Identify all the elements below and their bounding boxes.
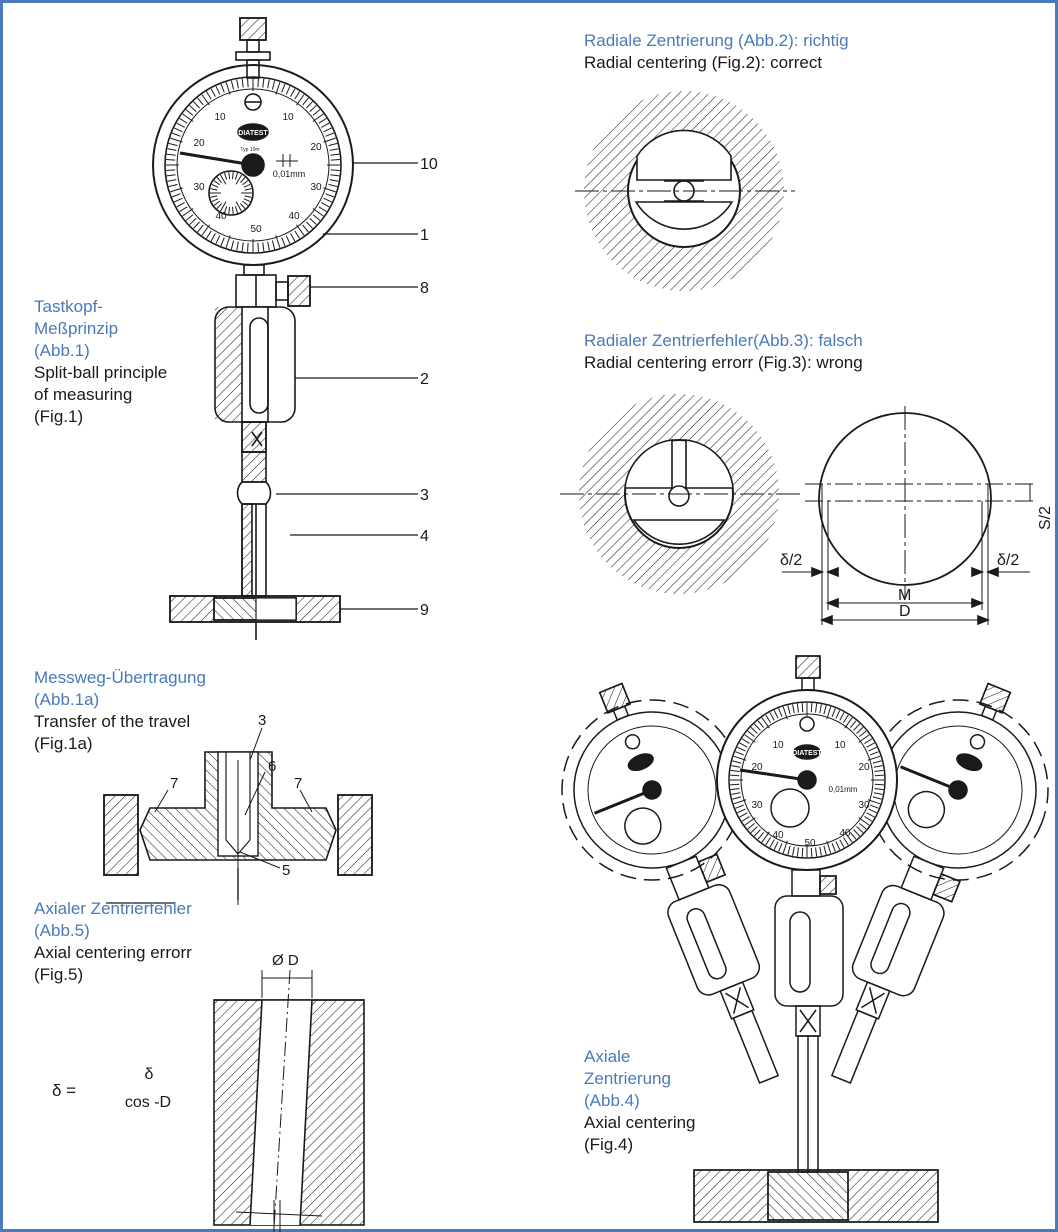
dial-scale-label: 10 <box>282 112 294 123</box>
fig3-half-delta-left: δ/2 <box>780 552 802 569</box>
fig2-caption: Radiale Zentrierung (Abb.2): richtig Rad… <box>584 30 849 74</box>
fig5-title-en: Axial centering errorr <box>34 943 192 962</box>
fig5-drawing <box>106 902 365 1232</box>
dial-scale-label: 30 <box>858 800 870 811</box>
dial-unit: 0,01mm <box>273 169 306 179</box>
formula-numerator: δ <box>144 1066 154 1083</box>
fig5-dim-label: Ø D <box>272 952 299 969</box>
fig4-title-en: (Fig.4) <box>584 1135 634 1154</box>
callout-number: 7 <box>170 775 178 792</box>
fig4-title-de: (Abb.4) <box>584 1091 640 1110</box>
fig2-drawing <box>575 91 795 291</box>
callout-number: 1 <box>420 227 429 244</box>
dial-scale-label: 40 <box>839 828 851 839</box>
dial-unit: 0,01mm <box>829 785 858 794</box>
fig3-half-delta-right: δ/2 <box>997 552 1019 569</box>
callout-number: 2 <box>420 371 429 388</box>
dial-scale-label: 40 <box>288 211 300 222</box>
callout-number: 3 <box>258 712 266 729</box>
fig3-m-label: M <box>898 587 911 604</box>
callout-number: 6 <box>268 758 276 775</box>
fig1a-title-en: Transfer of the travel <box>34 712 191 731</box>
fig5-labels: Ø D <box>272 952 299 969</box>
dial-model: Typ 10m <box>240 147 259 153</box>
fig1a-drawing <box>103 727 373 905</box>
formula-lhs: δ = <box>52 1081 77 1100</box>
dial-scale-label: 20 <box>193 138 205 149</box>
fig5-formula: δ = <box>52 1080 76 1102</box>
fig1-gauge <box>152 17 418 640</box>
fig1a-title-de: (Abb.1a) <box>34 690 100 709</box>
dial-brand: DIATEST <box>238 130 268 137</box>
dial-scale-label: 50 <box>250 224 262 235</box>
fig3-drawing <box>560 394 1035 626</box>
callout-number: 3 <box>420 487 429 504</box>
dial-scale-label: 10 <box>772 740 784 751</box>
fig5-title-de: (Abb.5) <box>34 921 90 940</box>
fig3-s2-label: S/2 <box>1037 506 1054 530</box>
callout-number: 4 <box>420 528 429 545</box>
fig1-caption: Tastkopf- Meßprinzip (Abb.1) Split-ball … <box>34 296 167 428</box>
dial-scale-label: 20 <box>310 142 322 153</box>
fig1-callouts: 10 1 8 2 3 4 9 <box>420 156 438 619</box>
fig1-title-de: (Abb.1) <box>34 341 90 360</box>
callout-number: 7 <box>294 775 302 792</box>
fig4-title-de: Zentrierung <box>584 1069 671 1088</box>
fig1a-title-en: (Fig.1a) <box>34 734 93 753</box>
fig1-title-en: of measuring <box>34 385 133 404</box>
dial-scale-label: 40 <box>215 211 227 222</box>
fig1-title-de: Tastkopf- <box>34 297 103 316</box>
fig4-dial-labels: 10 20 30 40 50 40 30 20 10 DIATEST 0,01m… <box>751 740 870 849</box>
fig5-title-en: (Fig.5) <box>34 965 84 984</box>
fig1a-callouts: 3 6 7 7 5 <box>170 712 302 879</box>
fig4-drawing <box>561 655 1049 1223</box>
fig3-caption: Radialer Zentrierfehler(Abb.3): falsch R… <box>584 330 863 374</box>
dial-scale-label: 10 <box>214 112 226 123</box>
fig3-labels: δ/2 δ/2 M D S/2 <box>780 506 1054 620</box>
fig2-title-de: Radiale Zentrierung (Abb.2): richtig <box>584 31 849 50</box>
fig5-title-de: Axialer Zentrierfehler <box>34 899 192 918</box>
fig5-caption: Axialer Zentrierfehler (Abb.5) Axial cen… <box>34 898 192 986</box>
dial-scale-label: 30 <box>310 182 322 193</box>
dial-scale-label: 30 <box>193 182 205 193</box>
dial-brand: DIATEST <box>792 750 822 757</box>
fig3-title-de: Radialer Zentrierfehler(Abb.3): falsch <box>584 331 863 350</box>
dial-scale-label: 20 <box>858 762 870 773</box>
fig4-title-de: Axiale <box>584 1047 631 1066</box>
fig1-dial-labels: 10 20 30 40 50 40 30 20 10 DIATEST Typ 1… <box>193 112 322 235</box>
fig1-title-de: Meßprinzip <box>34 319 119 338</box>
dial-scale-label: 30 <box>751 800 763 811</box>
callout-number: 9 <box>420 602 429 619</box>
dial-scale-label: 50 <box>804 838 816 849</box>
fig1a-title-de: Messweg-Übertragung <box>34 668 206 687</box>
callout-number: 5 <box>282 862 290 879</box>
callout-number: 8 <box>420 280 429 297</box>
fig3-d-label: D <box>899 603 911 620</box>
callout-number: 10 <box>420 156 438 173</box>
dial-scale-label: 40 <box>772 830 784 841</box>
fig1-title-en: Split-ball principle <box>34 363 168 382</box>
fig2-title-en: Radial centering (Fig.2): correct <box>584 53 823 72</box>
fig4-caption: Axiale Zentrierung (Abb.4) Axial centeri… <box>584 1046 696 1156</box>
dial-scale-label: 20 <box>751 762 763 773</box>
formula-denominator: cos -D <box>124 1094 172 1111</box>
fig1a-caption: Messweg-Übertragung (Abb.1a) Transfer of… <box>34 667 206 755</box>
fig3-title-en: Radial centering errorr (Fig.3): wrong <box>584 353 863 372</box>
fig4-title-en: Axial centering <box>584 1113 696 1132</box>
dial-scale-label: 10 <box>834 740 846 751</box>
fig1-title-en: (Fig.1) <box>34 407 84 426</box>
